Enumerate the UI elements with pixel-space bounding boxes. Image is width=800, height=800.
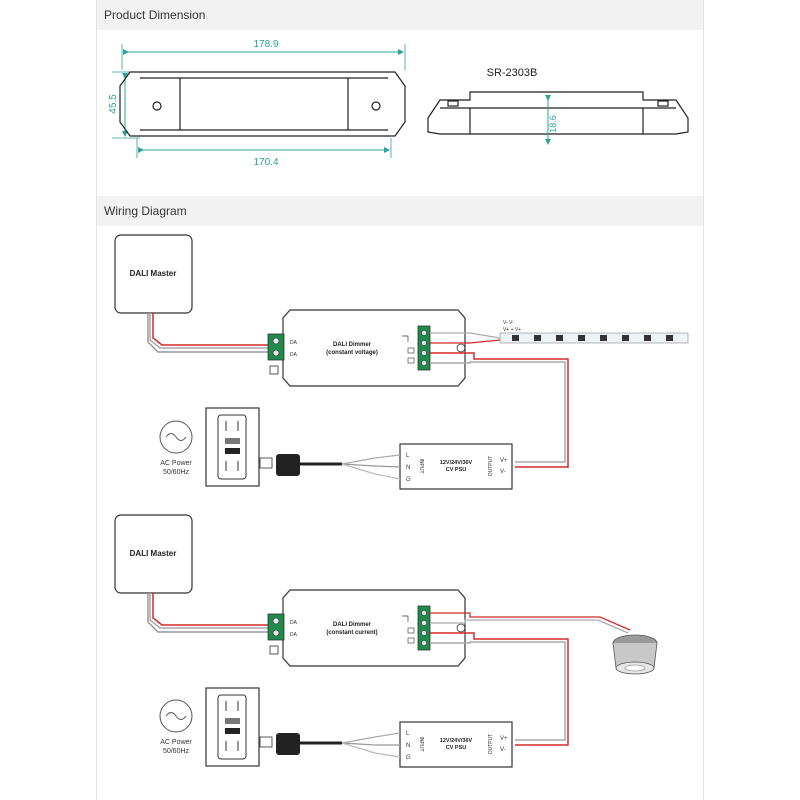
psu-2-l: L <box>406 731 410 737</box>
psu-2-output: OUTPUT <box>488 734 494 755</box>
psu-1-vminus: V- <box>500 469 506 475</box>
cv-psu-1 <box>399 443 513 490</box>
psu-2-n: N <box>406 743 410 749</box>
psu-1-vplus: V+ <box>500 458 508 464</box>
height-label: 45.5 <box>108 94 119 114</box>
wiring-diagram-header: Wiring Diagram <box>97 196 703 226</box>
psu-2-input: INPUT <box>418 737 424 752</box>
psu-2-g: G <box>406 755 411 761</box>
dimmer-2-da2: DA <box>290 632 298 638</box>
dimmer-2-subtitle: (constant current) <box>326 630 377 636</box>
dimmer-1-title: DALI Dimmer <box>333 342 372 348</box>
wiring-diagram-2: DALI Master DALI Dimmer (constant curren… <box>114 514 658 768</box>
model-label: SR-2303B <box>487 67 538 79</box>
dimmer-1-da2: DA <box>290 352 298 358</box>
led-downlight <box>612 634 658 675</box>
bottom-width-label: 170.4 <box>253 157 278 168</box>
psu-2-vplus: V+ <box>500 736 508 742</box>
dali-master-2-label: DALI Master <box>130 549 177 558</box>
dimmer-2-input-terminal <box>267 613 285 641</box>
psu-2-subtitle: CV PSU <box>446 745 467 751</box>
dali-dimmer-2 <box>282 589 466 667</box>
side-view-body <box>427 91 689 135</box>
dimmer-1-da1: DA <box>290 340 298 346</box>
top-width-dimension: 178.9 <box>121 39 406 70</box>
top-view-body <box>119 71 406 137</box>
dimension-drawing: 178.9 45.5 170.4 SR-2303B <box>108 39 689 168</box>
content-left-border <box>96 0 97 800</box>
psu-2-vminus: V- <box>500 747 506 753</box>
strip-label-top: V- V- <box>503 320 514 326</box>
ac-power-2-label: AC Power <box>160 739 192 746</box>
psu-2-title: 12V/24V/36V <box>440 738 473 744</box>
psu-1-n: N <box>406 465 410 471</box>
psu-1-title: 12V/24V/36V <box>440 460 473 466</box>
dimmer-1-subtitle: (constant voltage) <box>326 350 378 356</box>
psu-1-output: OUTPUT <box>488 456 494 477</box>
ac-power-2-freq: 50/60Hz <box>163 748 190 755</box>
wiring-diagram-title: Wiring Diagram <box>104 204 187 218</box>
ac-power-1-freq: 50/60Hz <box>163 469 190 476</box>
plug-1 <box>276 454 300 476</box>
dimmer-2-title: DALI Dimmer <box>333 622 372 628</box>
psu-1-input: INPUT <box>418 459 424 474</box>
dimmer-1-output-terminal <box>417 325 431 371</box>
product-dimension-title: Product Dimension <box>104 8 206 22</box>
side-height-label: 18.6 <box>548 115 558 133</box>
dali-dimmer-1 <box>282 309 466 387</box>
cv-psu-2 <box>399 721 513 768</box>
led-strip: V- V- V+ + V+ <box>499 320 689 344</box>
dimmer-2-output-terminal <box>417 605 431 651</box>
plug-2 <box>276 733 300 755</box>
psu-1-g: G <box>406 477 411 483</box>
side-height-dimension: 18.6 <box>545 95 558 145</box>
strip-label-bottom: V+ + V+ <box>503 327 521 333</box>
product-dimension-header: Product Dimension <box>97 0 703 30</box>
ac-power-1-label: AC Power <box>160 460 192 467</box>
bottom-width-dimension: 170.4 <box>136 138 392 168</box>
top-width-label: 178.9 <box>253 39 278 50</box>
wiring-diagram-1: DALI Master DALI Dimmer (constant voltag… <box>114 234 689 490</box>
dimmer-2-da1: DA <box>290 620 298 626</box>
dimmer-1-input-terminal <box>267 333 285 361</box>
dali-master-1-label: DALI Master <box>130 269 177 278</box>
psu-1-l: L <box>406 453 410 459</box>
content-right-border <box>703 0 704 800</box>
psu-1-subtitle: CV PSU <box>446 467 467 473</box>
